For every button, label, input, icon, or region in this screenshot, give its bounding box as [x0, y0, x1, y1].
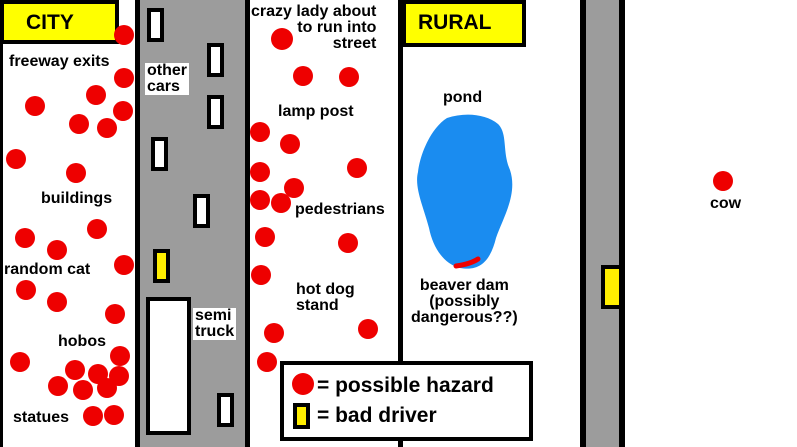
legend-hazard-label: = possible hazard: [317, 374, 494, 397]
hazard-dot-icon: [293, 66, 313, 86]
hazard-dot-icon: [110, 346, 130, 366]
hazard-dot-icon: [292, 373, 314, 395]
beaver-dam-mark: [453, 256, 481, 269]
car-icon: [151, 137, 168, 171]
city-zone-label: CITY: [0, 0, 119, 44]
legend-bad-driver-label: = bad driver: [317, 404, 437, 427]
divider-line: [135, 0, 140, 447]
rural-zone-label: RURAL: [402, 0, 526, 47]
hazard-dot-icon: [73, 380, 93, 400]
divider-line: [580, 0, 586, 447]
divider-line: [398, 0, 403, 447]
hazard-dot-icon: [16, 280, 36, 300]
label-statues: statues: [13, 409, 70, 426]
label-hot-dog-stand: hot dog stand: [296, 281, 355, 314]
hazard-dot-icon: [10, 352, 30, 372]
label-hobos: hobos: [58, 333, 106, 350]
hazard-dot-icon: [250, 162, 270, 182]
hazard-dot-icon: [338, 233, 358, 253]
bad-driver-car-icon: [153, 249, 170, 283]
hazard-dot-icon: [69, 114, 89, 134]
label-beaver-dam: beaver dam (possibly dangerous??): [411, 277, 518, 326]
label-buildings: buildings: [41, 190, 113, 207]
legend: = possible hazard = bad driver: [280, 361, 533, 441]
hazard-dot-icon: [358, 319, 378, 339]
hazard-dot-icon: [264, 323, 284, 343]
car-icon: [147, 8, 164, 42]
bad-driver-car-icon: [601, 265, 623, 309]
hazard-dot-icon: [271, 28, 293, 50]
car-icon: [207, 95, 224, 129]
hazard-dot-icon: [257, 352, 277, 372]
hazard-dot-icon: [713, 171, 733, 191]
hazard-dot-icon: [47, 292, 67, 312]
hazard-dot-icon: [25, 96, 45, 116]
hazard-dot-icon: [105, 304, 125, 324]
label-lamp-post: lamp post: [278, 103, 354, 120]
divider-line: [0, 0, 3, 447]
hazard-dot-icon: [250, 122, 270, 142]
hazard-dot-icon: [251, 265, 271, 285]
label-pond: pond: [443, 89, 483, 106]
hazard-dot-icon: [347, 158, 367, 178]
hazard-dot-icon: [113, 101, 133, 121]
label-crazy-lady: crazy lady about to run into street: [251, 3, 377, 52]
hazard-dot-icon: [86, 85, 106, 105]
car-icon: [193, 194, 210, 228]
hazard-dot-icon: [66, 163, 86, 183]
car-icon: [217, 393, 234, 427]
hazard-dot-icon: [6, 149, 26, 169]
label-other-cars: other cars: [145, 62, 189, 95]
hazard-dot-icon: [48, 376, 68, 396]
hazard-dot-icon: [114, 25, 134, 45]
semi-truck-icon: [146, 297, 191, 435]
hazard-dot-icon: [87, 219, 107, 239]
bad-driver-car-icon: [293, 403, 310, 429]
hazard-dot-icon: [65, 360, 85, 380]
divider-line: [619, 0, 625, 447]
label-random-cat: random cat: [4, 261, 91, 278]
divider-line: [245, 0, 250, 447]
hazard-dot-icon: [280, 134, 300, 154]
hazard-dot-icon: [97, 378, 117, 398]
hazard-dot-icon: [114, 255, 134, 275]
hazard-dot-icon: [47, 240, 67, 260]
hazard-dot-icon: [104, 405, 124, 425]
hazard-dot-icon: [271, 193, 291, 213]
hazard-dot-icon: [255, 227, 275, 247]
label-semi-truck: semi truck: [193, 307, 237, 340]
label-cow: cow: [710, 195, 742, 212]
label-pedestrians: pedestrians: [295, 201, 385, 218]
hazard-dot-icon: [15, 228, 35, 248]
hazard-dot-icon: [114, 68, 134, 88]
hazard-dot-icon: [83, 406, 103, 426]
car-icon: [207, 43, 224, 77]
rural-road: [586, 0, 620, 447]
hazard-dot-icon: [97, 118, 117, 138]
label-freeway-exits: freeway exits: [9, 53, 110, 70]
hazard-dot-icon: [250, 190, 270, 210]
hazard-dot-icon: [339, 67, 359, 87]
hazard-dot-icon: [284, 178, 304, 198]
